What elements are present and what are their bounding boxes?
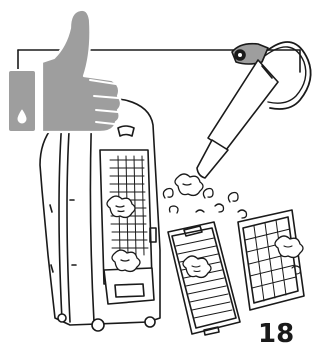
dust-swirls bbox=[163, 174, 246, 218]
vacuum-nozzle bbox=[197, 42, 311, 178]
step-number: 18 bbox=[258, 318, 318, 350]
filter-panel-front bbox=[168, 222, 240, 335]
filter-panel-rear bbox=[238, 210, 304, 310]
thumbs-up-icon bbox=[8, 10, 121, 132]
air-cooler-unit bbox=[40, 99, 160, 331]
